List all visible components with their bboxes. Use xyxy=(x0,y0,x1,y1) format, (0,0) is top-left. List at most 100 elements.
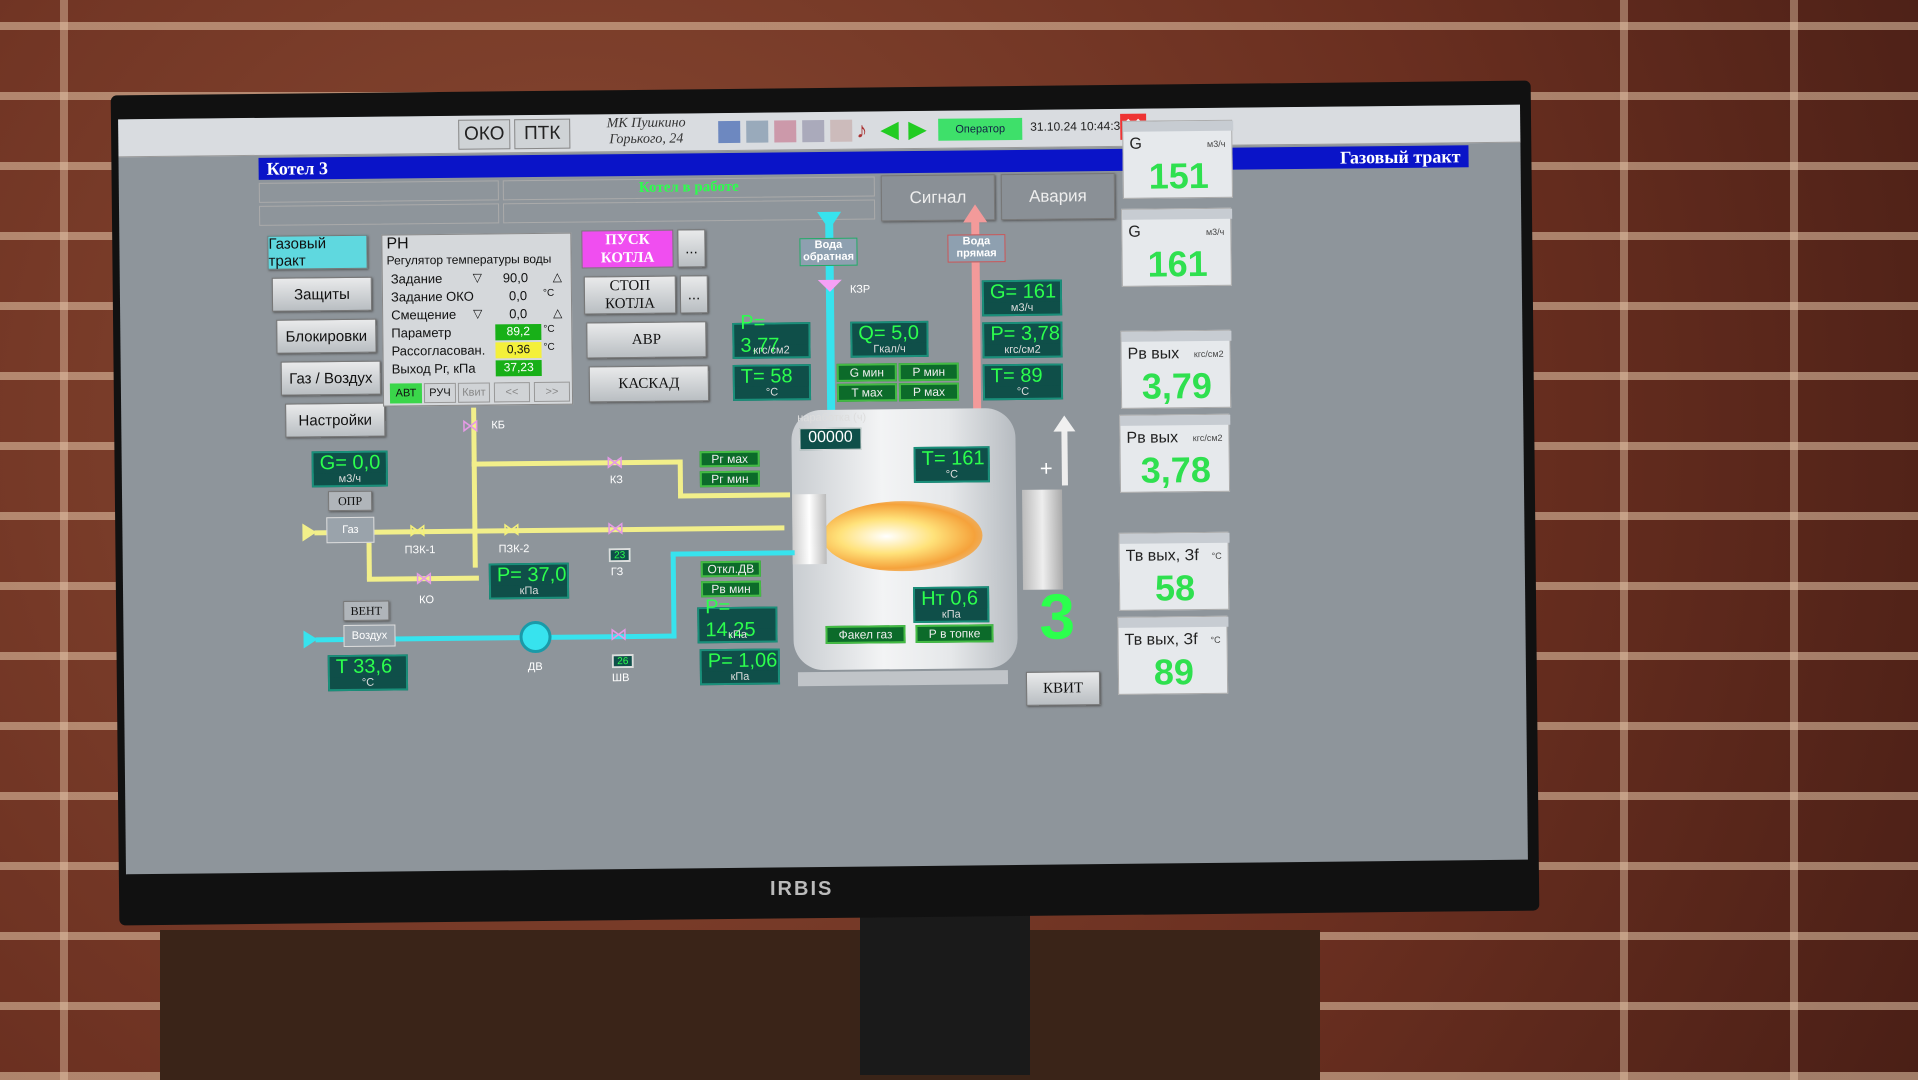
row-unit: °С xyxy=(543,341,555,353)
valve-ko-icon[interactable]: ⋈ xyxy=(414,568,434,589)
desk xyxy=(160,930,1320,1080)
trend-window-header xyxy=(1121,330,1232,342)
increase-icon[interactable]: △ xyxy=(553,305,563,320)
auto-button[interactable]: АВТ xyxy=(389,383,423,404)
boiler-number: 3 xyxy=(1038,580,1076,653)
nav-settings[interactable]: Настройки xyxy=(285,402,386,438)
trend-icon[interactable] xyxy=(802,119,825,143)
increase-icon[interactable]: △ xyxy=(552,269,563,284)
air-pressure-1-box: P= 14,25 кПа xyxy=(697,596,778,644)
valve-kb-icon[interactable]: ⋈ xyxy=(461,415,480,436)
gas-pilot-pipe xyxy=(678,492,791,499)
trend-label: G xyxy=(1129,135,1142,153)
setpoint-value[interactable]: 90,0 xyxy=(502,270,529,286)
shv-label: ШВ xyxy=(611,672,630,685)
shv-position: 26 xyxy=(611,653,634,669)
trend-window-header xyxy=(1122,208,1233,220)
regulator-row: Задание ОКО 0,0 °С xyxy=(391,288,571,307)
nav-interlocks[interactable]: Блокировки xyxy=(276,318,377,354)
valve-shv-icon[interactable]: ⋈ xyxy=(609,624,628,645)
ptk-button[interactable]: ПТК xyxy=(514,118,571,150)
regulator-row: Задание ▽ 90,0 △ xyxy=(391,270,571,289)
trend-window[interactable]: G м3/ч 151 xyxy=(1122,119,1234,199)
step-down-button[interactable]: << xyxy=(493,382,531,403)
report-icon[interactable] xyxy=(746,120,769,143)
trend-label: Тв вых, Зf xyxy=(1124,631,1198,649)
valve-gz-icon[interactable]: ⋈ xyxy=(606,518,625,539)
ack-button-main[interactable]: КВИТ xyxy=(1025,671,1101,706)
flow-in-arrow-icon xyxy=(817,211,842,231)
direct-water-label: Вода прямая xyxy=(947,234,1006,263)
avr-button[interactable]: АВР xyxy=(586,321,707,359)
oko-button[interactable]: ОКО xyxy=(458,119,511,150)
flue-pipe xyxy=(1061,429,1068,486)
valve-pzk2-icon[interactable]: ⋈ xyxy=(502,519,521,540)
start-more-button[interactable]: ... xyxy=(677,229,706,268)
nav-gas-tract[interactable]: Газовый тракт xyxy=(267,234,368,270)
heat-output-box: Q= 5,0 Гкал/ч xyxy=(850,320,929,358)
valve-kz-icon[interactable]: ⋈ xyxy=(605,452,624,473)
bell-icon[interactable]: ♪ xyxy=(856,117,868,143)
air-pressure-2-box: P= 1,06 кПа xyxy=(699,648,781,686)
row-unit: °С xyxy=(543,323,555,335)
ack-button[interactable]: Квит xyxy=(457,382,491,403)
step-up-button[interactable]: >> xyxy=(533,381,571,403)
decrease-icon[interactable]: ▽ xyxy=(473,306,483,321)
trend-window[interactable]: Рв вых кгс/см2 3,78 xyxy=(1119,413,1231,493)
return-temperature: T= 58 xyxy=(734,365,809,387)
vent-button[interactable]: ВЕНТ xyxy=(343,600,390,622)
valve-kzr-icon[interactable] xyxy=(817,279,842,293)
page-title: Газовый тракт xyxy=(1339,146,1461,168)
flow-out-arrow-icon xyxy=(963,204,988,223)
site-name: МК Пушкино Горького, 24 xyxy=(586,115,706,148)
trend-window[interactable]: Тв вых, Зf °С 58 xyxy=(1118,531,1230,611)
row-unit: °С xyxy=(542,287,555,299)
alarm-button[interactable]: Авария xyxy=(1000,172,1116,221)
stop-more-button[interactable]: ... xyxy=(679,275,709,314)
operator-badge[interactable]: Оператор xyxy=(938,117,1023,141)
air-pressure-2: P= 1,06 xyxy=(701,649,778,672)
arrow-right-icon[interactable]: ▶ xyxy=(908,115,927,144)
return-water-label: Вода обратная xyxy=(799,237,858,267)
nav-protections[interactable]: Защиты xyxy=(271,276,373,312)
heat-output: Q= 5,0 xyxy=(852,321,927,344)
decrease-icon[interactable]: ▽ xyxy=(472,270,483,285)
offset-value[interactable]: 0,0 xyxy=(509,306,528,322)
trend-window[interactable]: Тв вых, Зf °С 89 xyxy=(1117,615,1229,695)
trend-label: Тв вых, Зf xyxy=(1125,547,1199,565)
gas-bypass-pipe xyxy=(471,459,682,467)
trend-window[interactable]: G м3/ч 161 xyxy=(1121,207,1233,287)
trend-window[interactable]: Рв вых кгс/см2 3,79 xyxy=(1120,329,1232,409)
row-label: Выход Рг, кПа xyxy=(391,360,476,377)
trend-value: 3,78 xyxy=(1140,448,1212,491)
nav-gas-air[interactable]: Газ / Воздух xyxy=(280,360,381,396)
gz-position: 23 xyxy=(608,548,631,563)
row-label: Задание ОКО xyxy=(390,288,474,305)
status-cell xyxy=(258,180,499,203)
return-temp-box: T= 58 °С xyxy=(732,364,812,401)
air-inlet-arrow-icon xyxy=(303,630,318,649)
chart-icon[interactable] xyxy=(774,120,797,143)
direct-flow-box: G= 161 м3/ч xyxy=(981,279,1063,317)
stop-boiler-button[interactable]: СТОП КОТЛА xyxy=(583,275,677,315)
fan-icon[interactable] xyxy=(519,620,552,654)
air-temp-box: T 33,6 °С xyxy=(327,654,409,692)
regulator-panel: РН Регулятор температуры воды Задание ▽ … xyxy=(381,232,574,407)
trend-value: 58 xyxy=(1154,567,1196,609)
gas-flame-indicator: Факел газ xyxy=(825,625,906,644)
table-icon[interactable] xyxy=(718,120,741,144)
p-max-indicator: P мах xyxy=(898,382,960,402)
cascade-button[interactable]: КАСКАД xyxy=(588,365,710,403)
t-max-indicator: T мах xyxy=(836,383,898,402)
p-min-indicator: P мин xyxy=(898,362,959,382)
trend-window-header xyxy=(1118,616,1229,628)
start-boiler-button[interactable]: ПУСК КОТЛА xyxy=(581,229,674,269)
valve-pzk1-icon[interactable]: ⋈ xyxy=(408,520,427,541)
log-icon[interactable] xyxy=(830,119,853,142)
direct-temperature: T= 89 xyxy=(984,364,1061,387)
trend-unit: °С xyxy=(1210,634,1221,645)
manual-button[interactable]: РУЧ xyxy=(423,382,457,404)
flue-arrow-icon xyxy=(1053,415,1076,432)
arrow-left-icon[interactable]: ◀ xyxy=(880,116,899,144)
opr-button[interactable]: ОПР xyxy=(327,490,373,512)
